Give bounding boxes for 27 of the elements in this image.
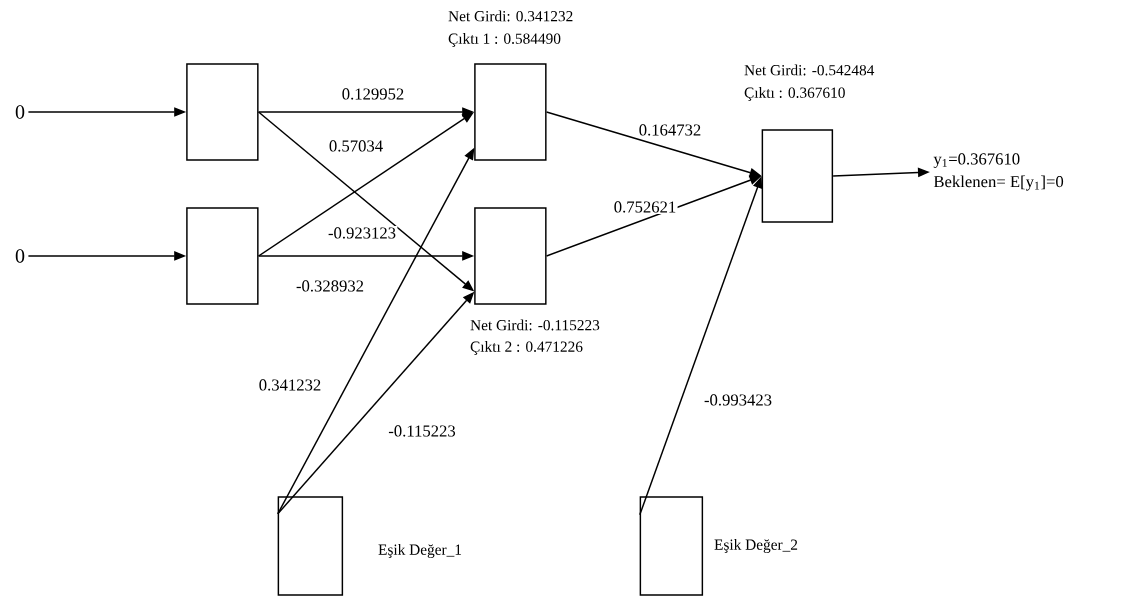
node-caption: Çıktı 1 : 0.584490 [448, 33, 561, 47]
node-caption: Çıktı : 0.367610 [744, 87, 845, 101]
cylinder [761, 129, 834, 223]
edge-label: -0.923123 [326, 226, 398, 240]
input-value: 0 [15, 249, 25, 263]
edge-label: 0.57034 [327, 139, 385, 153]
node-caption: Eşik Değer_2 [714, 539, 798, 553]
node-caption: Net Girdi: -0.115223 [470, 319, 600, 331]
output-text: y$_{1}$=0.367610 Beklenen= E[y$_{1}$]=0 [933, 153, 1064, 191]
edge-label: -0.115223 [386, 424, 458, 438]
edge-label: 0.164732 [637, 123, 703, 137]
node-caption: Net Girdi: 0.341232 [448, 10, 573, 22]
input-value: 0 [15, 105, 25, 119]
edge-label: 0.129952 [340, 87, 406, 101]
edge-label: 0.752621 [612, 200, 678, 214]
edge-label: -0.993423 [702, 393, 774, 407]
node-caption: Çıktı 2 : 0.471226 [470, 341, 583, 355]
cylinder [474, 207, 547, 305]
cylinder [474, 63, 547, 161]
node-caption: Net Girdi: -0.542484 [744, 64, 875, 76]
cylinder [277, 496, 344, 596]
edge-label: 0.341232 [257, 378, 323, 392]
node-caption: Eşik Değer_1 [378, 544, 462, 558]
edge-label: -0.328932 [294, 279, 366, 293]
cylinder [186, 207, 259, 305]
cylinder [186, 63, 259, 161]
cylinder [639, 496, 704, 596]
